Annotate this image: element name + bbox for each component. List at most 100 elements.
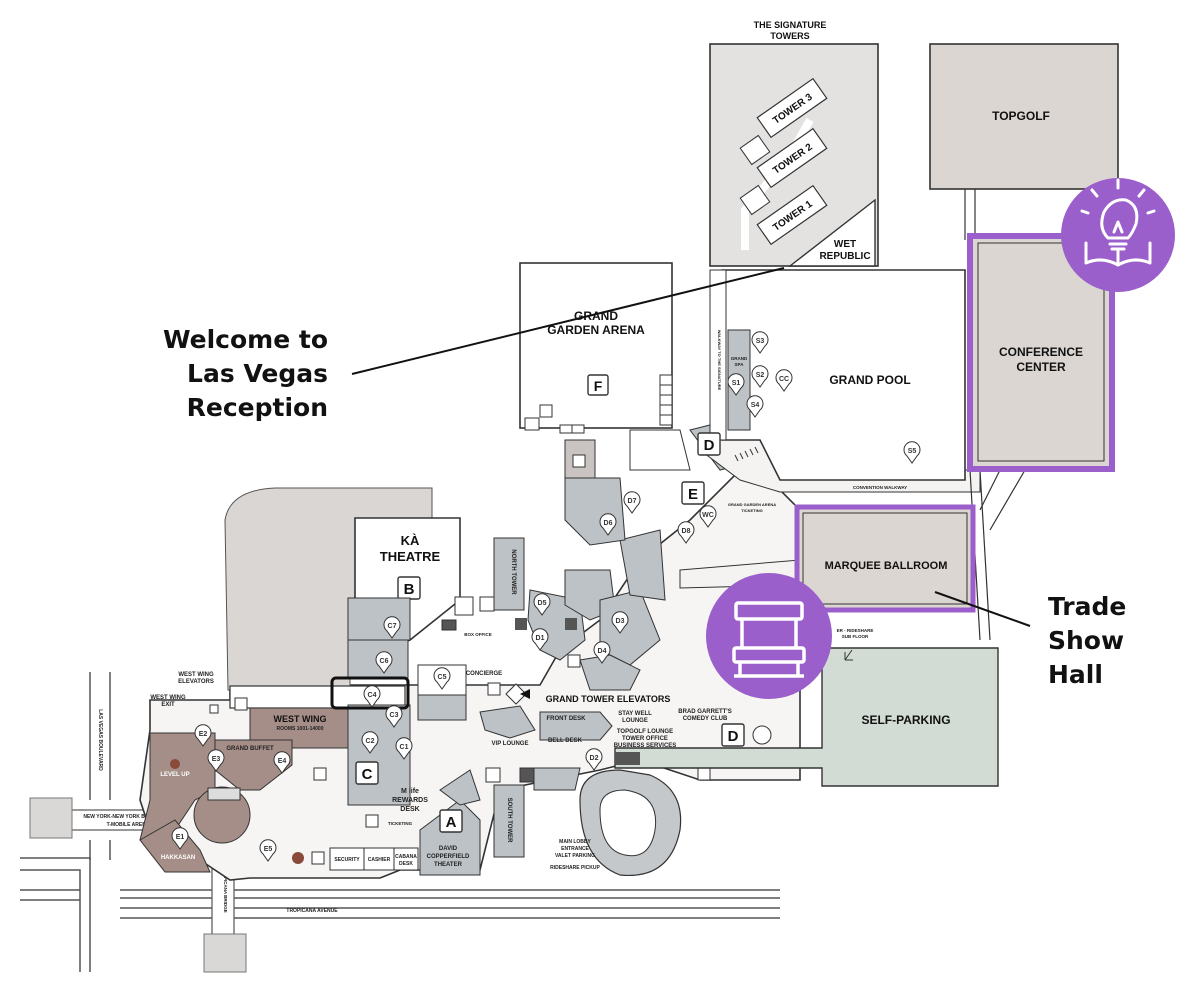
main-lobby-1: MAIN LOBBY [559,839,591,845]
tropicana-bridge-label: TROPICANA BRIDGE [223,867,228,912]
cashier-label: CASHIER [368,857,391,863]
main-lobby-island [599,789,657,857]
studio-walkway-label: WALKWAY TO THE SIGNATURE [717,330,722,391]
map-pin-e5: E5 [259,839,277,862]
trade-show-callout-1: Trade [1048,592,1126,621]
map-pin-label-s3: S3 [756,338,765,345]
wet-republic [787,198,876,267]
trade-show-callout-2: Show [1048,626,1124,655]
map-pin-c7: C7 [383,616,401,639]
bell-desk-label: BELL DESK [548,738,583,744]
box-office-label: BOX OFFICE [464,632,492,637]
map-pin-label-wc: WC [702,512,714,519]
map-pin-c2: C2 [361,731,379,754]
tropicana-avenue-label: TROPICANA AVENUE [286,908,338,914]
letter-a: A [446,814,457,831]
map-pin-label-d5: D5 [538,600,547,607]
vip-lounge-label: VIP LOUNGE [492,741,529,747]
brad-garrett-label-1: BRAD GARRETT'S [678,709,731,715]
map-pin-wc: WC [699,505,717,528]
grand-tower-elevators-label: GRAND TOWER ELEVATORS [546,694,671,704]
walkway-stairs [734,446,759,462]
map-pin-label-e2: E2 [199,731,208,738]
e5-dot [292,852,304,864]
grand-garden-label-1: GRAND [574,309,618,323]
sq-b [697,767,711,781]
vip-lounge [479,705,536,739]
mlife-label-3: DESK [400,806,419,813]
cabana-label-1: CABANA [395,854,417,860]
sq-c [454,596,474,616]
signature-towers-label-1: THE SIGNATURE [754,20,827,30]
parking-ramp [615,752,640,765]
map-pin-label-d2: D2 [590,755,599,762]
pin-markers: S3S1S2S4CCS5D7D6D8D5D1D4D3D2C7C6C4C3C2C1… [171,331,921,862]
map-pin-label-d6: D6 [604,520,613,527]
parking-arrow-icon [844,649,853,661]
map-pin-label-d1: D1 [536,635,545,642]
conference-center-label-1: CONFERENCE [999,345,1083,359]
map-pin-d1: D1 [531,628,549,651]
map-pin-label-c1: C1 [400,744,409,751]
main-lobby-4: RIDESHARE PICKUP [550,865,600,871]
letter-e: E [688,486,698,503]
map-pin-label-d7: D7 [628,498,637,505]
topgolf [929,43,1119,190]
trade-show-leader-line [934,591,1031,627]
corridor-grey-1 [347,597,411,641]
map-pin-label-e3: E3 [212,756,221,763]
mlife-label-2: REWARDS [392,797,428,804]
stairs-square [234,697,248,711]
parking-person-icon [752,725,772,745]
map-pin-label-c2: C2 [366,738,375,745]
reception-leader-line [351,267,785,375]
letter-c: C [362,766,373,783]
map-pin-label-e5: E5 [264,846,273,853]
letter-d-parking: D [728,728,739,745]
map-pin-d3: D3 [611,611,629,634]
south-tower-elevators [493,784,525,858]
sq-h [567,654,581,668]
signature-towers-label-2: TOWERS [770,31,809,41]
corridor-grey-3 [347,704,411,806]
a-box [439,809,463,833]
reception-callout-1: Welcome to [163,325,328,354]
elevator-square [209,704,219,714]
nyny-bridge-label-2: T-MOBILE ARENA [107,822,150,828]
map-pin-s5: S5 [903,441,921,464]
grand-garden-label-2: GARDEN ARENA [547,323,645,337]
topgolf-label: TOPGOLF [992,109,1050,123]
reception-callout-3: Reception [187,393,328,422]
d-box [697,432,721,456]
south-elev-sq [485,767,501,783]
ka-theatre-label-2: THEATRE [380,549,441,564]
map-pin-cc: CC [775,369,793,392]
map-pin-label-c4: C4 [368,692,377,699]
arena-stair-sq [572,454,586,468]
level-up-label: LEVEL UP [160,772,189,778]
trade-show-callout-3: Hall [1048,660,1103,689]
map-pin-label-d3: D3 [616,618,625,625]
map-pin-label-d8: D8 [682,528,691,535]
conference-center-inner [977,242,1105,462]
wet-republic-label-1: WET [834,239,856,250]
f-box [587,374,609,396]
west-wing-rooms-label: ROOMS 1001-14000 [277,726,324,732]
map-pin-d4: D4 [593,641,611,664]
map-pin-s3: S3 [751,331,769,354]
front-desk [539,711,613,741]
level-up-dot [170,759,180,769]
ticketing-box [365,814,379,828]
security-label: SECURITY [334,857,360,863]
ticketing-label: TICKETING [388,821,413,826]
ka-theatre-label-1: KÀ [401,533,420,548]
stay-well-label-2: LOUNGE [622,718,648,724]
brad-garrett-label-2: COMEDY CLUB [683,716,728,722]
vip-square-1 [487,682,501,696]
map-pin-label-cc: CC [779,376,789,383]
c4-highlight [330,676,410,710]
hakkasan-label: HAKKASAN [161,855,195,861]
west-wing-exit-2: EXIT [161,702,175,708]
